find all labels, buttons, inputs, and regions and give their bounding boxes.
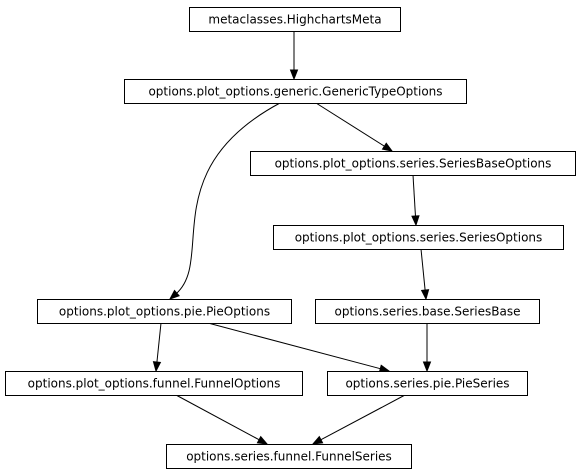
arrowhead-icon bbox=[422, 361, 432, 373]
arrowhead-icon bbox=[168, 289, 180, 300]
node-funnel-series[interactable]: options.series.funnel.FunnelSeries bbox=[166, 444, 412, 469]
edge-line bbox=[412, 174, 417, 218]
arrowhead-icon bbox=[256, 435, 269, 445]
node-highcharts-meta[interactable]: metaclasses.HighchartsMeta bbox=[189, 7, 401, 32]
node-series-options[interactable]: options.plot_options.series.SeriesOption… bbox=[273, 225, 564, 250]
node-series-base[interactable]: options.series.base.SeriesBase bbox=[315, 299, 540, 324]
edge-series_base-to-pie_series bbox=[422, 323, 432, 373]
edge-pie_options-to-pie_series bbox=[207, 322, 391, 373]
node-box bbox=[327, 371, 528, 396]
edge-generic_type_options-to-series_base_options bbox=[315, 102, 394, 152]
node-label: options.series.base.SeriesBase bbox=[335, 305, 521, 319]
edge-funnel_options-to-funnel_series bbox=[175, 394, 269, 445]
arrowhead-icon bbox=[381, 142, 394, 152]
node-label: options.series.funnel.FunnelSeries bbox=[186, 450, 392, 464]
edge-series_base_options-to-series_options bbox=[411, 174, 420, 227]
edge-line bbox=[175, 102, 281, 295]
node-label: options.plot_options.series.SeriesOption… bbox=[295, 231, 543, 245]
edge-pie_options-to-funnel_options bbox=[152, 322, 162, 373]
node-series-base-options[interactable]: options.plot_options.series.SeriesBaseOp… bbox=[250, 151, 576, 176]
edge-generic_type_options-to-pie_options bbox=[168, 102, 281, 300]
edge-line bbox=[207, 322, 382, 370]
node-label: metaclasses.HighchartsMeta bbox=[208, 13, 381, 27]
edge-line bbox=[175, 394, 261, 441]
node-box bbox=[124, 79, 467, 104]
nodes-layer: metaclasses.HighchartsMeta options.plot_o… bbox=[5, 7, 576, 469]
arrowhead-icon bbox=[152, 361, 162, 373]
edge-line bbox=[420, 248, 426, 292]
edge-series_options-to-series_base bbox=[420, 248, 430, 301]
node-generic-type-options[interactable]: options.plot_options.generic.GenericType… bbox=[124, 79, 467, 104]
node-label: options.series.pie.PieSeries bbox=[345, 377, 509, 391]
node-box bbox=[166, 444, 412, 469]
node-box bbox=[315, 299, 540, 324]
edge-line bbox=[319, 394, 406, 441]
arrowhead-icon bbox=[411, 215, 420, 227]
node-box bbox=[189, 7, 401, 32]
node-box bbox=[5, 371, 303, 396]
node-label: options.plot_options.funnel.FunnelOption… bbox=[28, 377, 281, 391]
node-funnel-options[interactable]: options.plot_options.funnel.FunnelOption… bbox=[5, 371, 303, 396]
node-box bbox=[37, 299, 292, 324]
edge-line bbox=[156, 322, 162, 364]
node-pie-options[interactable]: options.plot_options.pie.PieOptions bbox=[37, 299, 292, 324]
node-label: options.plot_options.generic.GenericType… bbox=[148, 85, 442, 99]
arrowhead-icon bbox=[311, 435, 324, 445]
edges-layer bbox=[152, 31, 432, 445]
arrowhead-icon bbox=[420, 289, 430, 301]
edge-highcharts_meta-to-generic_type_options bbox=[289, 31, 299, 81]
node-box bbox=[273, 225, 564, 250]
arrowhead-icon bbox=[289, 69, 299, 81]
node-pie-series[interactable]: options.series.pie.PieSeries bbox=[327, 371, 528, 396]
edge-pie_series-to-funnel_series bbox=[311, 394, 406, 445]
node-box bbox=[250, 151, 576, 176]
node-label: options.plot_options.pie.PieOptions bbox=[59, 305, 270, 319]
node-label: options.plot_options.series.SeriesBaseOp… bbox=[275, 157, 552, 171]
edge-line bbox=[315, 102, 386, 148]
